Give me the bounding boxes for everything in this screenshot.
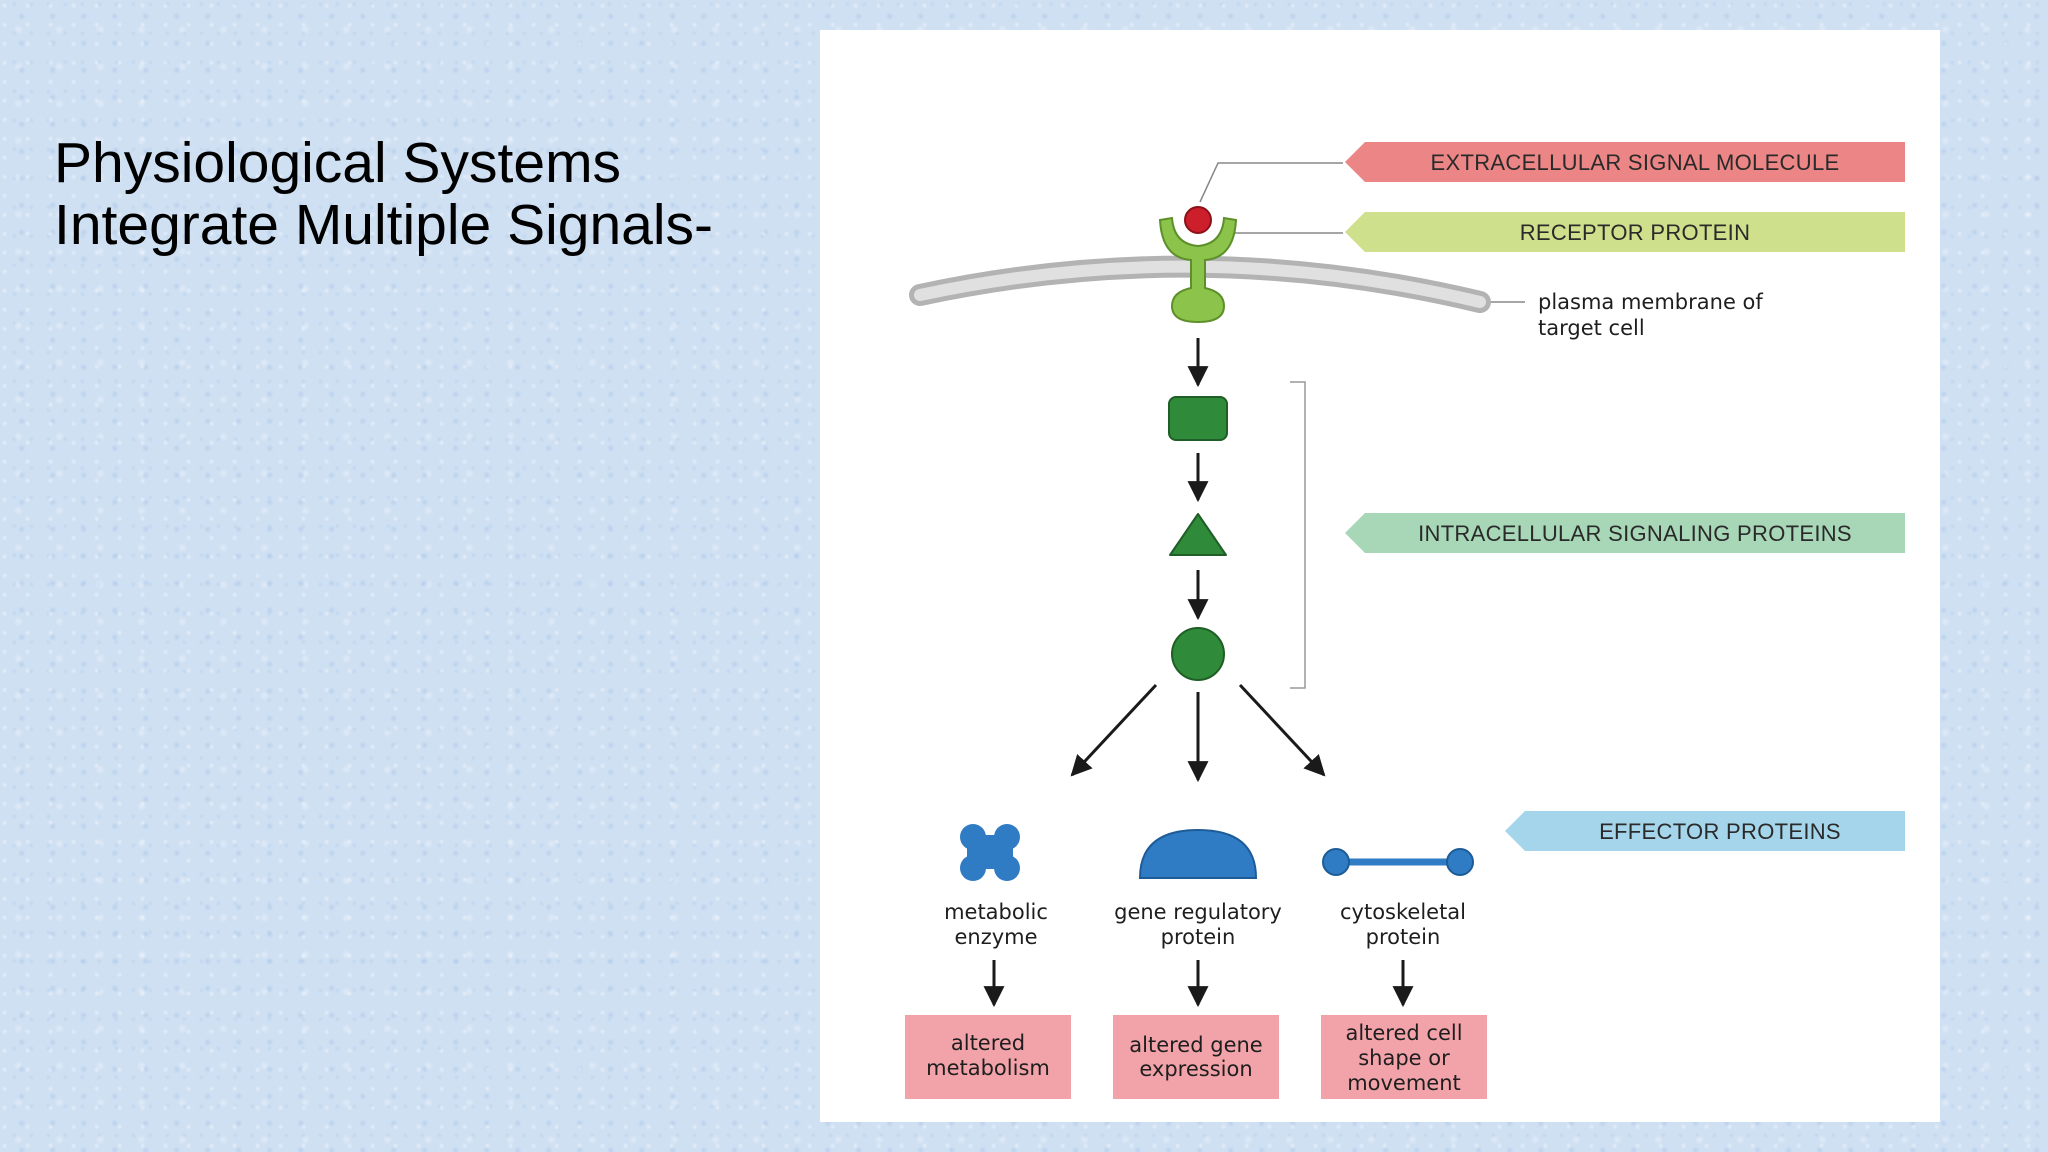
leader-line-signal	[1199, 162, 1343, 203]
tag-receptor-protein: RECEPTOR PROTEIN	[1345, 212, 1905, 252]
tag-intracellular-label: INTRACELLULAR SIGNALING PROTEINS	[1418, 521, 1852, 546]
outcome-metabolism-line-2: metabolism	[926, 1056, 1050, 1080]
outcome-box-altered-metabolism: altered metabolism	[905, 1015, 1071, 1099]
receptor-protein-shape	[1158, 216, 1238, 324]
tag-banner-red	[1345, 142, 1905, 182]
outcome-box-altered-gene-expression: altered gene expression	[1113, 1015, 1279, 1099]
outcome-cell-line-1: altered cell	[1345, 1021, 1462, 1045]
signaling-protein-triangle-shape	[1169, 513, 1227, 556]
tag-receptor-label: RECEPTOR PROTEIN	[1520, 220, 1751, 245]
effector-label-cytoskeletal-1: cytoskeletal	[1340, 900, 1466, 924]
tag-extracellular-label: EXTRACELLULAR SIGNAL MOLECULE	[1431, 150, 1840, 175]
tag-intracellular-signaling-proteins: INTRACELLULAR SIGNALING PROTEINS	[1345, 513, 1905, 553]
outcome-gene-line-1: altered gene	[1129, 1033, 1262, 1057]
gene-regulatory-protein-shape	[1138, 828, 1258, 879]
slide-title-line-1: Physiological Systems	[54, 131, 622, 195]
signaling-diagram: EXTRACELLULAR SIGNAL MOLECULE RECEPTOR P…	[820, 30, 1940, 1122]
slide-title: Physiological Systems Integrate Multiple…	[54, 132, 814, 256]
bracket-intracellular	[1290, 381, 1306, 689]
effector-label-gene-1: gene regulatory	[1114, 900, 1282, 924]
tag-banner-teal	[1345, 513, 1905, 553]
signaling-protein-circle-shape	[1171, 627, 1225, 681]
membrane-label-line-1: plasma membrane of	[1538, 290, 1763, 314]
signaling-diagram-canvas: EXTRACELLULAR SIGNAL MOLECULE RECEPTOR P…	[905, 142, 1905, 1099]
signaling-protein-square-shape	[1168, 396, 1228, 441]
arrow-to-metabolic-enzyme	[1070, 683, 1158, 777]
outcome-gene-line-2: expression	[1139, 1057, 1252, 1081]
effector-label-metabolic-1: metabolic	[944, 900, 1048, 924]
cytoskeletal-protein-shape	[1322, 848, 1474, 876]
tag-banner-blue	[1505, 811, 1905, 851]
membrane-label-line-2: target cell	[1538, 316, 1645, 340]
signal-molecule-shape	[1184, 206, 1212, 234]
effector-label-gene-2: protein	[1161, 925, 1236, 949]
arrow-to-cytoskeletal-protein	[1238, 683, 1326, 777]
outcome-cell-line-2: shape or	[1358, 1046, 1450, 1070]
tag-extracellular-signal-molecule: EXTRACELLULAR SIGNAL MOLECULE	[1345, 142, 1905, 182]
outcome-metabolism-line-1: altered	[951, 1031, 1025, 1055]
tag-banner-green	[1345, 212, 1905, 252]
tag-effector-proteins: EFFECTOR PROTEINS	[1505, 811, 1905, 851]
effector-label-cytoskeletal-2: protein	[1366, 925, 1441, 949]
slide-title-line-2: Integrate Multiple Signals-	[54, 193, 714, 257]
effector-label-metabolic-2: enzyme	[954, 925, 1037, 949]
outcome-box-altered-cell-shape: altered cell shape or movement	[1321, 1015, 1487, 1099]
outcome-cell-line-3: movement	[1347, 1071, 1461, 1095]
metabolic-enzyme-shape	[960, 824, 1020, 881]
tag-effector-label: EFFECTOR PROTEINS	[1599, 819, 1841, 844]
